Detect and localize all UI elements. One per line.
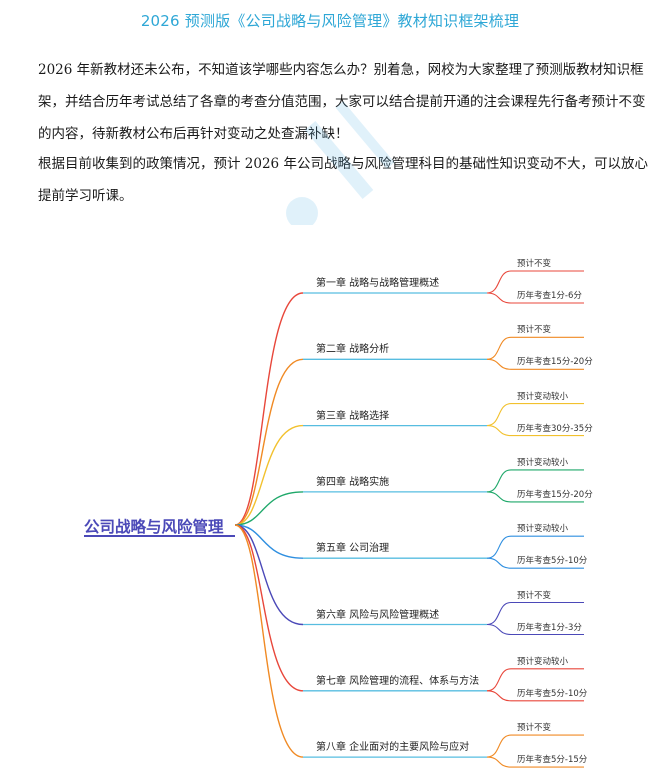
score-leaf-line [486,557,584,569]
score-range-label: 历年考查5分-10分 [517,556,588,567]
change-leaf-line [486,535,584,559]
mindmap-root: 公司战略与风险管理 [84,518,224,536]
intro-text-1: 2026 年新教材还未公布，不知道该学哪些内容怎么办？别着急，网校为大家整理了预… [38,62,646,142]
intro-paragraph-1: 2026 年新教材还未公布，不知道该学哪些内容怎么办？别着急，网校为大家整理了预… [38,54,658,150]
mindmap-branch [234,524,304,692]
chapter-label: 第七章 风险管理的流程、体系与方法 [316,675,480,687]
mindmap-branch [234,524,304,626]
score-range-label: 历年考查5分-10分 [517,688,588,699]
change-forecast-label: 预计变动较小 [517,391,569,402]
score-range-label: 历年考查5分-15分 [517,755,588,766]
chapter-label: 第三章 战略选择 [316,410,390,422]
score-leaf-line [486,358,584,370]
change-forecast-label: 预计变动较小 [517,656,569,667]
change-forecast-label: 预计不变 [517,590,552,601]
mindmap-branch [234,358,304,526]
change-leaf-line [486,734,584,758]
score-range-label: 历年考查15分-20分 [517,357,593,368]
mindmap-branch [234,524,304,559]
score-leaf-line [486,756,584,768]
change-forecast-label: 预计不变 [517,723,552,734]
chapter-label: 第六章 风险与风险管理概述 [316,609,440,621]
change-leaf-line [486,668,584,692]
intro-paragraph-2: 根据目前收集到的政策情况，预计 2026 年公司战略与风险管理科目的基础性知识变… [38,148,658,212]
change-leaf-line [486,403,584,427]
change-forecast-label: 预计变动较小 [517,524,569,535]
change-leaf-line [486,469,584,493]
score-leaf-line [486,623,584,636]
change-leaf-line [486,270,584,294]
chapter-label: 第二章 战略分析 [316,344,390,356]
mindmap-branch [234,292,304,526]
mindmap-branch [234,491,304,526]
chapter-label: 第八章 企业面对的主要风险与应对 [316,742,470,754]
score-leaf-line [486,292,584,304]
mindmap-branch [234,524,304,758]
score-leaf-line [486,690,584,702]
change-forecast-label: 预计变动较小 [517,457,569,468]
score-range-label: 历年考查15分-20分 [517,489,593,500]
change-forecast-label: 预计不变 [517,325,552,336]
chapter-label: 第四章 战略实施 [316,476,390,488]
change-leaf-line [486,336,584,360]
score-leaf-line [486,491,584,503]
mindmap-branch [234,424,304,526]
score-range-label: 历年考查30分-35分 [517,423,593,434]
score-range-label: 历年考查1分-6分 [517,291,582,301]
change-leaf-line [486,601,584,626]
change-forecast-label: 预计不变 [517,259,552,269]
chapter-label: 第五章 公司治理 [316,543,390,555]
chapter-label: 第一章 战略与战略管理概述 [316,278,440,289]
intro-text-2: 根据目前收集到的政策情况，预计 2026 年公司战略与风险管理科目的基础性知识变… [38,156,648,204]
score-range-label: 历年考查1分-3分 [517,622,582,633]
page-title: 2026 预测版《公司战略与风险管理》教材知识框架梳理 [140,12,520,30]
score-leaf-line [486,425,584,437]
